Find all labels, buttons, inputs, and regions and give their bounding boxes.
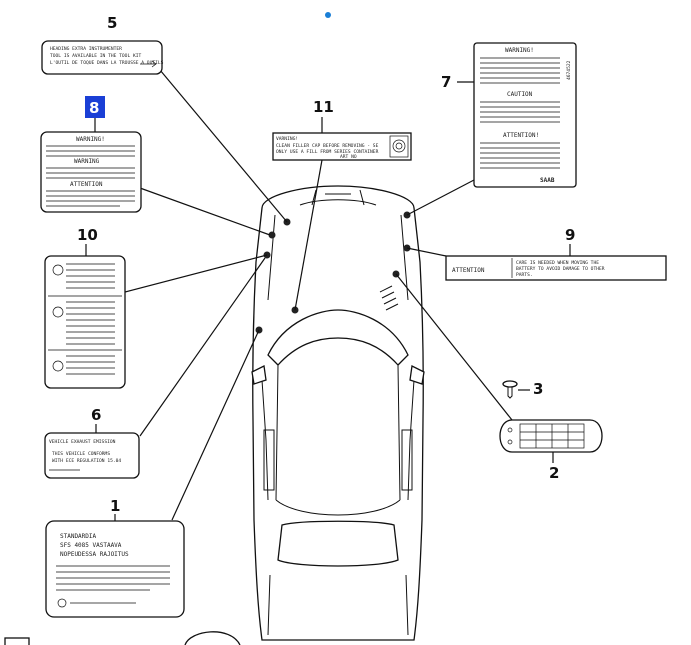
label1-line1: STANDARDIA xyxy=(60,533,97,540)
label1-line3: NOPEUDESSA RAJOITUS xyxy=(60,551,129,558)
callout-1: 1 xyxy=(110,497,120,515)
leader-lines xyxy=(124,69,513,521)
label9-line3: PARTS. xyxy=(516,272,533,278)
label-1: STANDARDIA SFS 4085 VASTAAVA NOPEUDESSA … xyxy=(45,520,185,618)
label5-line3: L'OUTIL DE TOQUE DANS LA TROUSSE A OUTIL… xyxy=(50,60,164,66)
label7-line3: ATTENTION! xyxy=(503,132,539,139)
label-6: VEHICLE EXHAUST EMISSION THIS VEHICLE CO… xyxy=(44,432,140,479)
label11-line1: VARNING! xyxy=(276,136,298,142)
callout-9: 9 xyxy=(565,226,575,244)
callout-10: 10 xyxy=(77,226,98,244)
label9-line1: CARE IS NEEDED WHEN MOVING THE xyxy=(516,260,599,266)
label-5: HEADING EXTRA INSTRUMENTER TOOL IS AVAIL… xyxy=(41,40,164,75)
label11-line3: ONLY USE A FILL FROM SERIES CONTAINER xyxy=(276,149,379,155)
callout-3: 3 xyxy=(533,380,543,398)
label-11: VARNING! CLEAN FILLER CAP BEFORE REMOVIN… xyxy=(272,132,412,161)
label-10 xyxy=(44,255,126,389)
callout-5: 5 xyxy=(107,14,117,32)
label6-line3: WITH ECE REGULATION 15.04 xyxy=(52,458,121,464)
label9-line2: BATTERY TO AVOID DAMAGE TO OTHER xyxy=(516,266,605,272)
marker-dot xyxy=(325,12,331,18)
label1-line2: SFS 4085 VASTAAVA xyxy=(60,542,122,549)
callout-numbers: 5 8 10 6 1 11 7 9 3 2 xyxy=(77,14,575,521)
label-8: WARNING! WARNING ATTENTION xyxy=(40,131,142,213)
label8-line2: WARNING xyxy=(74,158,100,165)
callout-8-highlight xyxy=(85,96,105,118)
callout-2: 2 xyxy=(549,464,559,482)
item-3-screw xyxy=(502,380,518,399)
label7-side: 4674522 xyxy=(566,60,572,80)
label8-line1: WARNING! xyxy=(76,136,105,143)
callout-6: 6 xyxy=(91,406,101,424)
label7-line2: CAUTION xyxy=(507,91,533,98)
callout-11: 11 xyxy=(313,98,334,116)
label7-line1: WARNING! xyxy=(505,47,534,54)
label-9: ATTENTION CARE IS NEEDED WHEN MOVING THE… xyxy=(445,255,667,281)
label-7: WARNING! CAUTION ATTENTION! SAAB 4674522 xyxy=(473,42,577,188)
label6-line1: VEHICLE EXHAUST EMISSION xyxy=(49,439,116,445)
label5-line2: TOOL IS AVAILABLE IN THE TOOL KIT xyxy=(50,53,142,59)
car-outline xyxy=(251,185,425,641)
callout-7: 7 xyxy=(441,73,451,91)
item-2-plate xyxy=(499,419,603,453)
label9-title: ATTENTION xyxy=(452,267,485,274)
partial-label-bottom xyxy=(184,631,241,645)
label11-line2: CLEAN FILLER CAP BEFORE REMOVING - SE xyxy=(276,143,379,149)
callout-8: 8 xyxy=(89,99,99,117)
label6-line2: THIS VEHICLE CONFORMS xyxy=(52,451,110,457)
partial-box-bottom-left xyxy=(4,637,30,645)
label8-line3: ATTENTION xyxy=(70,181,103,188)
label7-brand: SAAB xyxy=(540,177,555,184)
label11-line4: ART NO xyxy=(340,154,357,160)
label5-line1: HEADING EXTRA INSTRUMENTER xyxy=(50,46,122,52)
